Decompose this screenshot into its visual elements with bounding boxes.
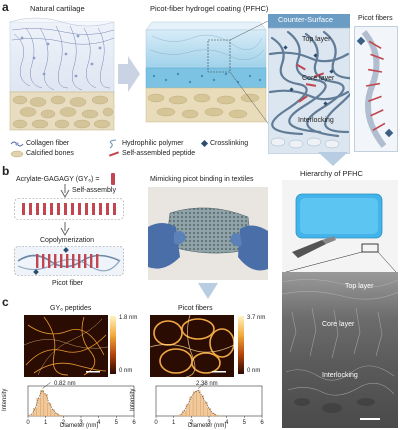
- monomer-label: Acrylate-GAGAGY (GY₆) =: [16, 176, 100, 183]
- peptide-icon: [108, 151, 120, 157]
- legend-collagen: Collagen fiber: [26, 140, 70, 147]
- picot-ylabel: Intensity: [130, 388, 136, 411]
- arrow-down-icon: [198, 283, 218, 299]
- monomer-icon: [111, 173, 115, 185]
- gy6-hist-bar: [40, 390, 45, 417]
- legend-peptide: Self-assembled peptide: [122, 150, 196, 157]
- gy6-title: GY₆ peptides: [50, 305, 92, 312]
- picot-hist-bar: [203, 401, 208, 417]
- picot-fibers-zoom: [354, 26, 398, 152]
- gy6-hist-bar: [36, 397, 41, 417]
- picot-scale-max: 3.7 nm: [247, 315, 266, 321]
- picot-fiber-illustration: [14, 246, 124, 276]
- copolymerization-label: Copolymerization: [40, 237, 95, 244]
- sem-cross-section: [282, 272, 398, 428]
- panel-label-a: a: [2, 0, 9, 14]
- gy6-tick-label: 1: [44, 420, 48, 426]
- afm-gy6-image: [24, 315, 108, 377]
- afm-gy6-colorbar: [110, 316, 116, 374]
- core-layer-label: Core layer: [302, 75, 335, 82]
- picot-fit-curve: [180, 390, 217, 416]
- picot-tick-label: 0: [154, 420, 158, 426]
- pfhc-illustration: [145, 19, 270, 127]
- sem-interlocking-label: Interlocking: [322, 372, 358, 379]
- picot-tick-label: 3: [207, 420, 211, 426]
- hierarchy-title: Hierarchy of PFHC: [300, 169, 363, 178]
- picot-scale-min: 0 nm: [247, 368, 261, 374]
- self-assembly-label: Self-assembly: [72, 187, 116, 194]
- collagen-fiber-icon: [10, 141, 24, 147]
- gy6-tick-label: 2: [62, 420, 66, 426]
- gy6-tick-label: 0: [26, 420, 30, 426]
- gy6-peak-marker: [42, 382, 51, 389]
- gy6-fit-curve: [31, 389, 60, 416]
- crosslinking-icon: [200, 139, 209, 148]
- gy6-xlabel: Diameter (nm): [60, 423, 99, 429]
- picot-diameter-histogram: 0 1 2 3 4 5 6: [154, 382, 264, 426]
- gy6-tick-label: 5: [115, 420, 119, 426]
- textile-title: Mimicking picot binding in textiles: [150, 176, 254, 183]
- arrow-down-icon: [60, 184, 70, 198]
- picot-hist-bar: [210, 412, 215, 417]
- gy6-diameter-histogram: 0 1 2 3 4 5 6: [26, 382, 136, 426]
- picot-fibers-title: Picot fibers: [358, 15, 393, 22]
- counter-surface-zoom: [268, 14, 350, 154]
- gy6-peak-label: 0.82 nm: [54, 381, 76, 387]
- picot-fiber-label: Picot fiber: [52, 280, 84, 287]
- picot-hist-bar: [200, 395, 204, 417]
- picot-tick-label: 2: [190, 420, 194, 426]
- gy6-tick-label: 3: [79, 420, 83, 426]
- picot-fibers-afm-title: Picot fibers: [178, 305, 213, 312]
- picot-peak-label: 2.38 nm: [196, 381, 218, 387]
- gy6-hist-bar: [29, 414, 34, 417]
- panel-label-b: b: [2, 164, 10, 178]
- legend-calcified: Calcified bones: [26, 150, 74, 157]
- gy6-ylabel: Intensity: [2, 388, 8, 411]
- panel-label-c: c: [2, 295, 9, 309]
- gy6-tick-label: 4: [97, 420, 101, 426]
- interlocking-label: Interlocking: [298, 117, 334, 124]
- gy6-hist-bar: [57, 415, 62, 417]
- assembled-peptide-row: [14, 198, 124, 220]
- picot-tick-label: 1: [172, 420, 176, 426]
- gy6-scale-min: 0 nm: [119, 368, 133, 374]
- picot-hist-bar: [178, 414, 183, 417]
- picot-tick-label: 5: [243, 420, 247, 426]
- hydrogel-photo: [282, 180, 398, 272]
- arrow-down-icon: [318, 152, 348, 166]
- calcified-bones-icon: [10, 150, 24, 158]
- natural-cartilage-title: Natural cartilage: [30, 4, 85, 13]
- arrow-right-icon: [118, 56, 140, 92]
- hydrophilic-polymer-icon: [109, 139, 117, 149]
- picot-hist-bar: [214, 414, 218, 417]
- picot-peak-marker: [197, 382, 207, 389]
- afm-picot-colorbar: [238, 316, 244, 374]
- picot-hist-bar: [207, 408, 211, 417]
- gy6-hist-bar: [33, 408, 37, 417]
- pfhc-title: Picot-fiber hydrogel coating (PFHC): [150, 4, 269, 13]
- legend-hydrophilic: Hydrophilic polymer: [122, 140, 184, 147]
- picot-xlabel: Diameter (nm): [188, 423, 227, 429]
- cartilage-illustration: [9, 17, 115, 131]
- afm-picot-image: [150, 315, 234, 377]
- sem-top-layer-label: Top layer: [345, 283, 374, 290]
- picot-tick-label: 6: [260, 420, 264, 426]
- arrow-down-icon: [60, 222, 70, 236]
- gy6-scale-max: 1.8 nm: [119, 315, 138, 321]
- counter-surface-label: Counter-Surface: [278, 15, 334, 24]
- picot-tick-label: 4: [225, 420, 229, 426]
- picot-hist-bar: [182, 410, 187, 417]
- textile-photo: [148, 187, 268, 280]
- picot-hist-bar: [192, 391, 197, 417]
- top-layer-label: Top layer: [302, 36, 331, 43]
- legend-crosslinking: Crosslinking: [210, 140, 249, 147]
- sem-core-layer-label: Core layer: [322, 321, 355, 328]
- gy6-tick-label: 6: [132, 420, 136, 426]
- picot-hist-bar: [196, 390, 201, 417]
